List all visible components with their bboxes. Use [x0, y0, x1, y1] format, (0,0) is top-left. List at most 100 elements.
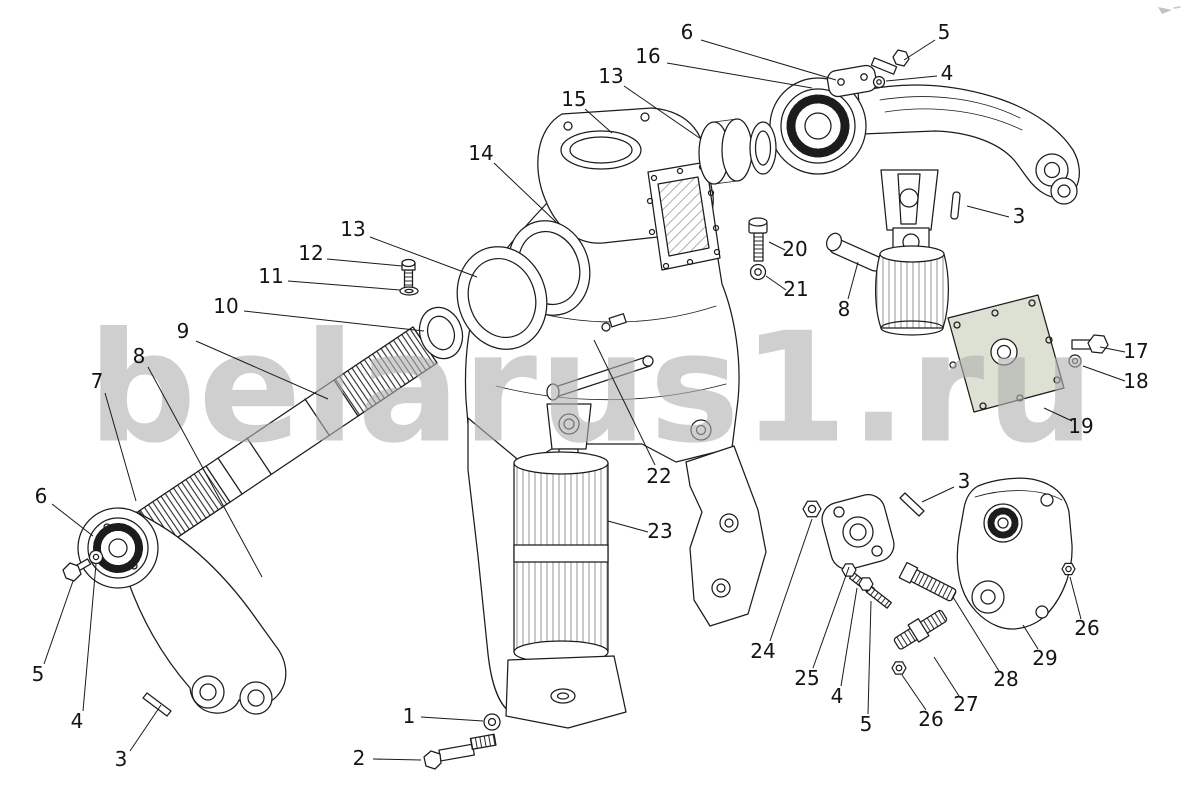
callout-21: 21 — [783, 277, 809, 301]
leader-line — [147, 366, 263, 578]
leader-line — [700, 39, 837, 81]
callout-13: 13 — [598, 64, 624, 88]
bushing-13-large — [456, 246, 548, 350]
callout-8: 8 — [837, 297, 851, 321]
pin-3-left — [142, 692, 172, 717]
callout-5: 5 — [859, 712, 873, 736]
callout-6: 6 — [680, 20, 694, 44]
leader-line — [326, 258, 403, 267]
bushing-13-top — [698, 118, 777, 185]
callout-27: 27 — [953, 692, 979, 716]
callout-10: 10 — [213, 294, 239, 318]
leader-line — [195, 340, 329, 400]
leader-line — [765, 275, 787, 291]
leader-line — [847, 261, 859, 300]
roller-barrel — [875, 227, 949, 336]
leader-line — [623, 85, 702, 140]
callout-8: 8 — [132, 344, 146, 368]
pin-3-top — [950, 191, 961, 220]
leader-line — [952, 596, 1000, 672]
callout-17: 17 — [1123, 339, 1149, 363]
nut-26-bottom — [891, 661, 907, 675]
callout-18: 18 — [1123, 369, 1149, 393]
leader-line — [812, 566, 850, 669]
leader-line — [493, 162, 557, 223]
leader-line — [666, 62, 813, 89]
leader-line — [104, 392, 137, 502]
leader-line — [901, 674, 927, 711]
lock-plate-16 — [826, 64, 878, 98]
lever-22 — [546, 355, 654, 401]
inspection-plate — [646, 161, 721, 271]
ring-10 — [418, 306, 464, 360]
leader-line — [1022, 624, 1039, 650]
bolt-17 — [1071, 334, 1109, 354]
leader-line — [372, 758, 422, 761]
leader-line — [769, 518, 813, 642]
fitting-27 — [893, 609, 948, 650]
callout-4: 4 — [830, 684, 844, 708]
callout-22: 22 — [646, 464, 672, 488]
washer-21 — [749, 263, 767, 281]
leader-line — [867, 600, 872, 715]
leader-line — [129, 704, 162, 752]
callout-12: 12 — [298, 241, 324, 265]
callout-23: 23 — [647, 519, 673, 543]
callout-25: 25 — [794, 666, 820, 690]
leader-line — [82, 563, 97, 712]
lift-arm-right — [769, 77, 1080, 231]
callout-29: 29 — [1032, 646, 1058, 670]
callout-5: 5 — [31, 662, 45, 686]
callout-3: 3 — [1012, 204, 1026, 228]
leader-line — [885, 75, 938, 82]
leader-line — [584, 108, 613, 134]
callout-6: 6 — [34, 484, 48, 508]
callout-28: 28 — [993, 667, 1019, 691]
stud-28 — [898, 561, 957, 602]
bolt-5-left — [62, 558, 92, 582]
hub-6 — [77, 507, 159, 589]
nut-24 — [802, 500, 822, 518]
callout-13: 13 — [340, 217, 366, 241]
washer-4-left — [88, 549, 104, 565]
callout-2: 2 — [352, 746, 366, 770]
leader-line — [921, 486, 955, 503]
washer-1 — [483, 713, 501, 731]
arm-hub-splined — [769, 77, 867, 175]
cover-plate-19 — [947, 294, 1065, 413]
leader-line — [243, 310, 425, 332]
washer-4-top — [872, 75, 886, 89]
leader-line — [1069, 576, 1082, 620]
leader-line — [933, 656, 960, 697]
leader-line — [43, 580, 74, 665]
callout-3: 3 — [957, 469, 971, 493]
leader-line — [840, 587, 858, 687]
flange-25 — [821, 494, 895, 570]
callout-11: 11 — [258, 264, 284, 288]
leader-line — [51, 503, 94, 537]
leader-line — [768, 241, 786, 251]
bolt-2 — [423, 733, 497, 770]
leader-line — [607, 520, 649, 533]
leader-line — [287, 280, 401, 291]
leader-line — [1099, 346, 1126, 353]
lift-arm-left — [62, 507, 287, 715]
leader-line — [420, 716, 484, 722]
callout-4: 4 — [70, 709, 84, 733]
callout-4: 4 — [940, 61, 954, 85]
cursor-artifact-icon — [1158, 6, 1181, 14]
callout-15: 15 — [561, 87, 587, 111]
callout-3: 3 — [114, 747, 128, 771]
callout-14: 14 — [468, 141, 494, 165]
leader-line — [1043, 407, 1073, 422]
callout-9: 9 — [176, 319, 190, 343]
callout-7: 7 — [90, 369, 104, 393]
bolt-5-mid — [858, 577, 892, 609]
bolt-5-top — [870, 49, 910, 75]
callout-26: 26 — [918, 707, 944, 731]
washer-11 — [399, 286, 419, 296]
nut-26-right — [1061, 562, 1076, 576]
